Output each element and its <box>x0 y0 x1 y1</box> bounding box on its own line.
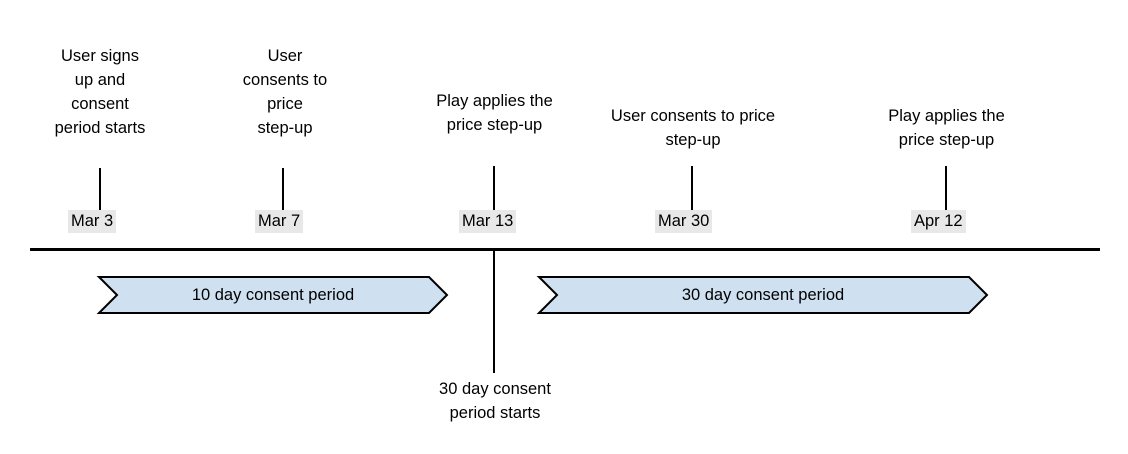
date-chip-mar-7: Mar 7 <box>255 210 304 233</box>
event-label-mar-7: User consents to price step-up <box>242 47 328 137</box>
below-annotation-30-day-start: 30 day consent period starts <box>439 380 551 422</box>
chevron-shape-icon <box>538 276 988 314</box>
date-chip-mar-13: Mar 13 <box>459 210 517 233</box>
event-tick-mar-13 <box>493 166 495 212</box>
chevron-shape-icon <box>98 276 448 314</box>
event-tick-mar-7 <box>282 168 284 212</box>
consent-period-banner-30-day: 30 day consent period <box>538 276 988 314</box>
event-label-mar-13: Play applies the price step-up <box>436 92 553 134</box>
event-label-mar-30: User consents to price step-up <box>610 107 776 149</box>
consent-period-banner-10-day: 10 day consent period <box>98 276 448 314</box>
event-tick-apr-12 <box>945 166 947 212</box>
event-label-apr-12: Play applies the price step-up <box>888 107 1005 149</box>
date-chip-apr-12: Apr 12 <box>911 210 966 233</box>
event-tick-mar-30 <box>691 166 693 212</box>
date-chip-mar-3: Mar 3 <box>68 210 117 233</box>
event-label-mar-3: User signs up and consent period starts <box>54 47 146 137</box>
date-chip-mar-30: Mar 30 <box>655 210 713 233</box>
timeline-axis <box>30 248 1100 251</box>
below-annotation-connector-0 <box>493 251 495 373</box>
event-tick-mar-3 <box>99 168 101 212</box>
